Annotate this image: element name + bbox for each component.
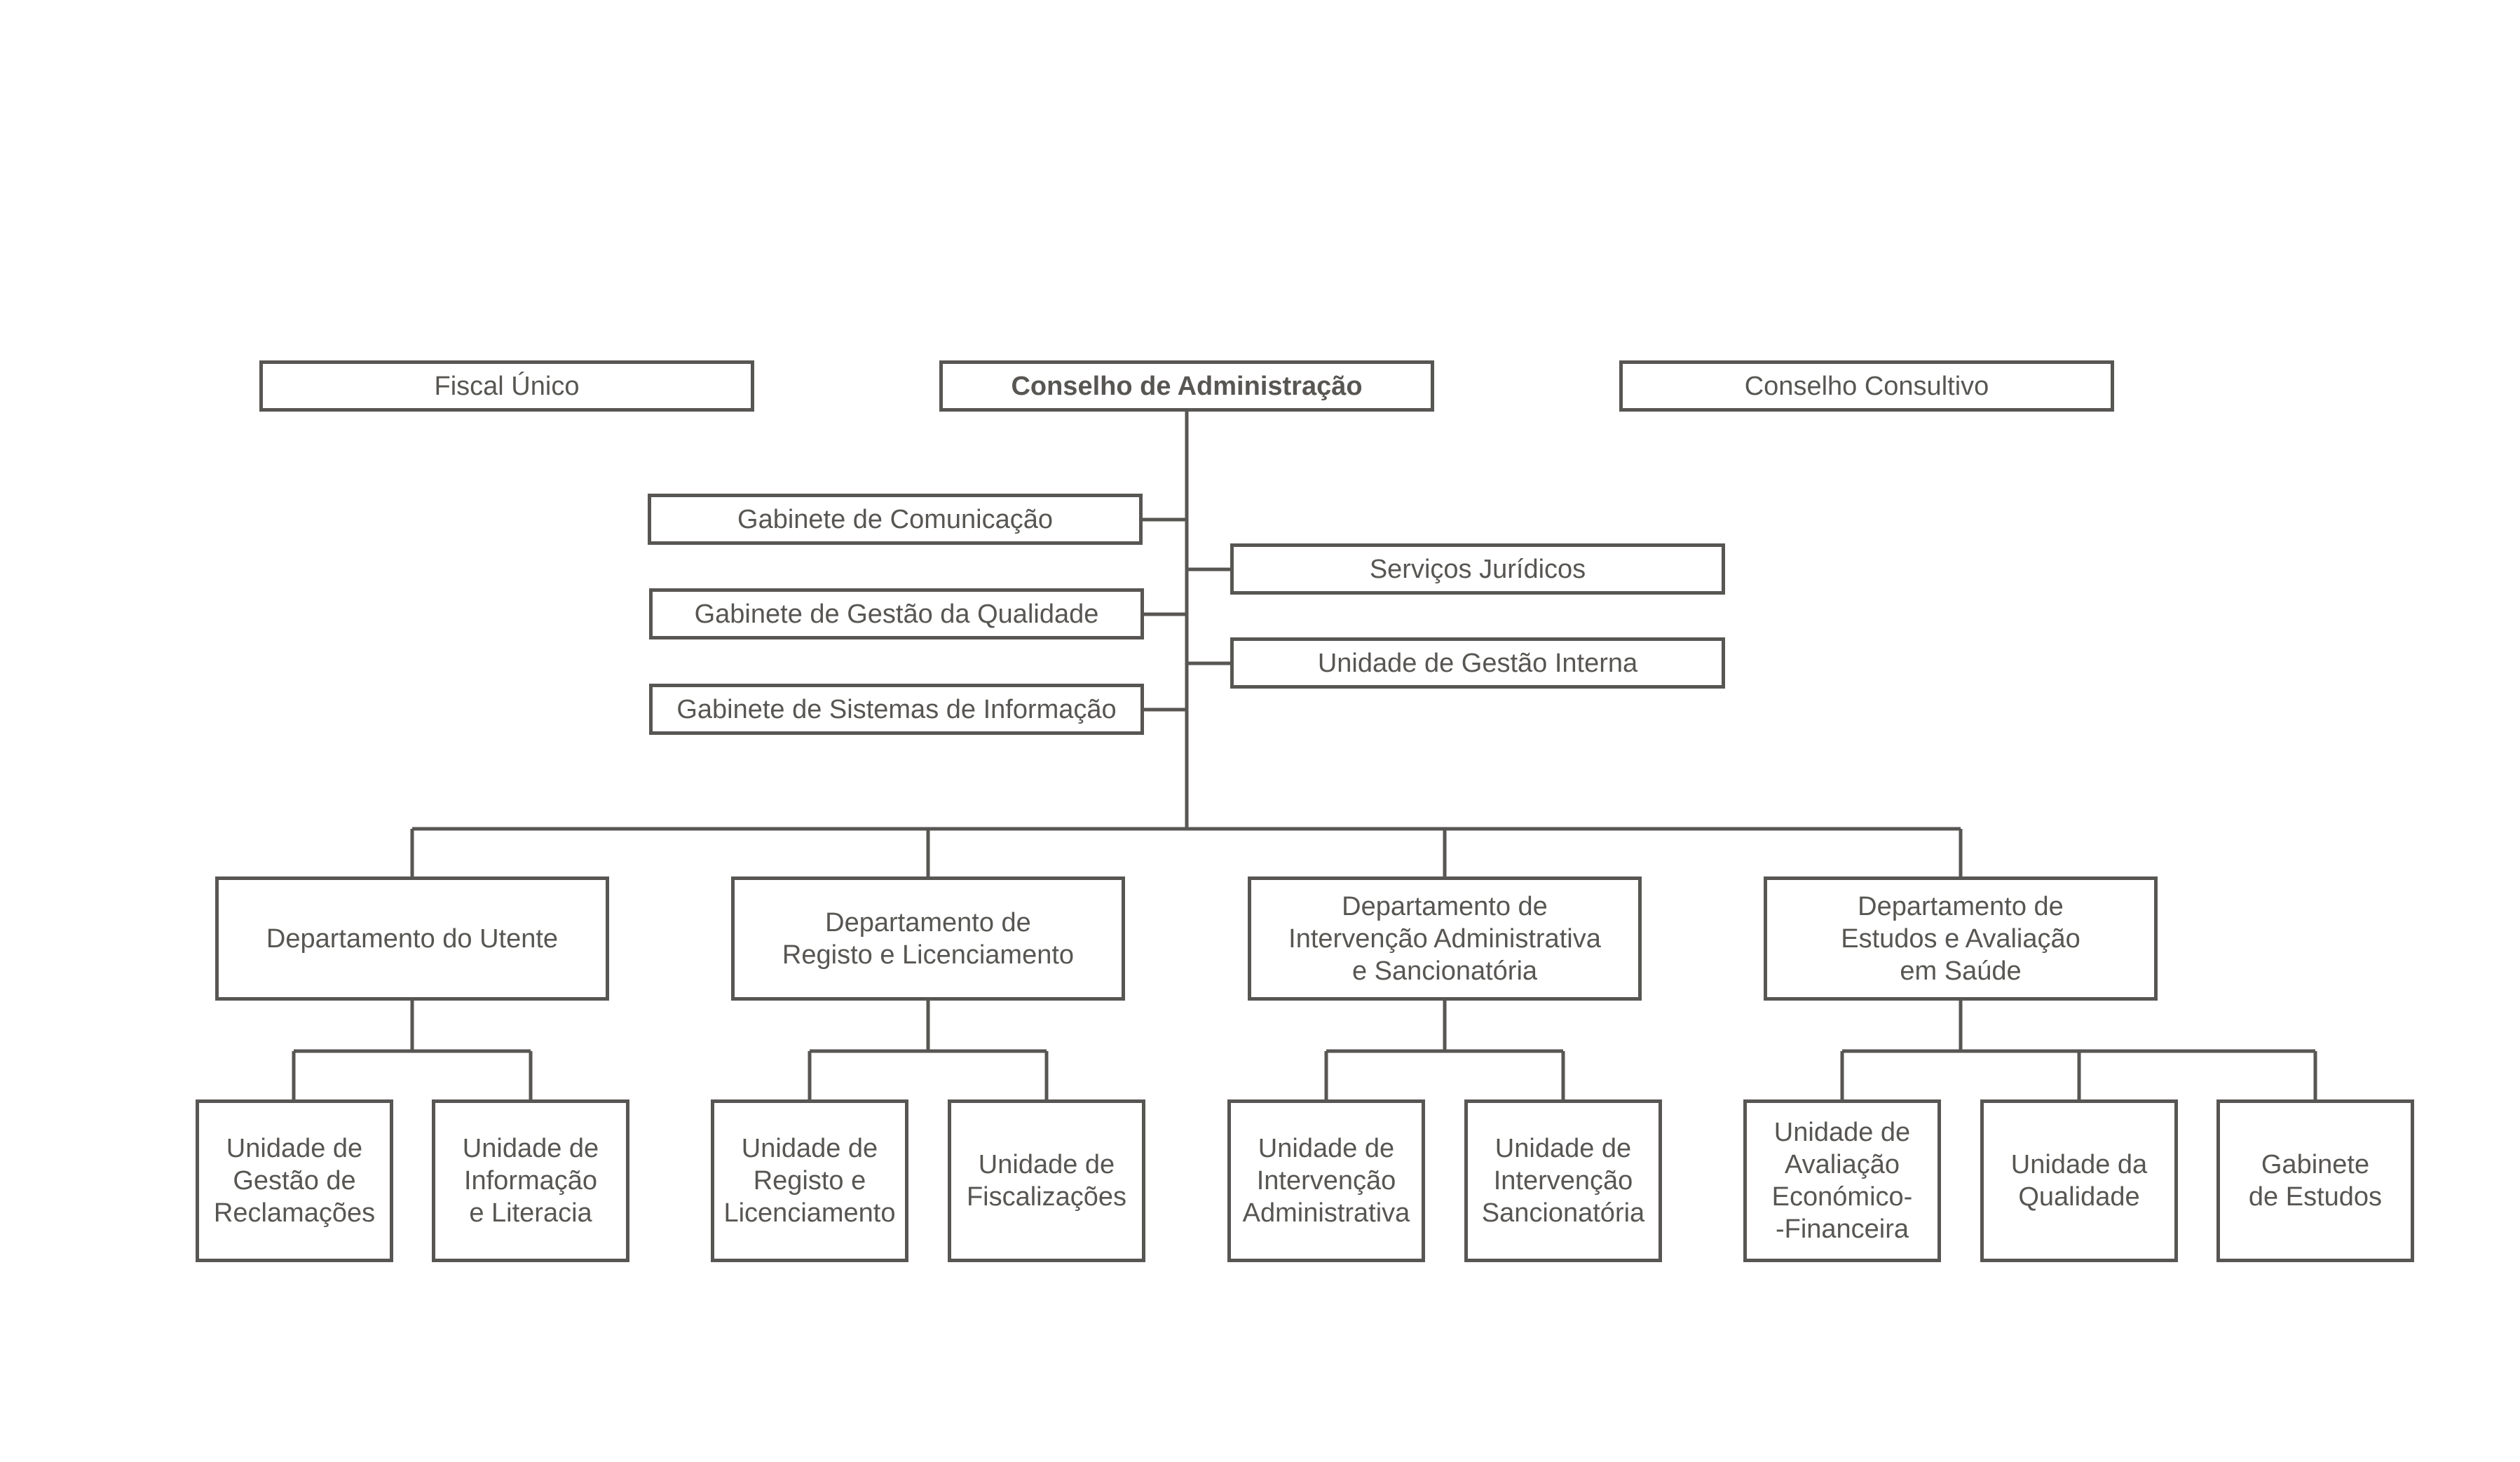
unit-d3-2-line-2: Intervenção: [1493, 1166, 1633, 1196]
department-box-3: Departamento de Intervenção Administrati…: [1248, 876, 1642, 1001]
unit-d4-1-line-3: Económico-: [1771, 1182, 1913, 1212]
unit-d1-1-line-1: Unidade de: [226, 1134, 363, 1163]
unit-box-d4-3: Gabinete de Estudos: [2216, 1099, 2414, 1262]
unit-box-d2-2: Unidade de Fiscalizações: [948, 1099, 1145, 1262]
unit-box-d3-1: Unidade de Intervenção Administrativa: [1227, 1099, 1425, 1262]
unit-d4-3-line-1: Gabinete: [2261, 1150, 2370, 1179]
unit-d3-1-line-3: Administrativa: [1242, 1198, 1410, 1228]
department-4-line-2: Estudos e Avaliação: [1841, 923, 2080, 954]
staff-left-label-1: Gabinete de Comunicação: [737, 504, 1053, 534]
unit-d1-2-line-2: Informação: [463, 1166, 598, 1196]
conselho-administracao-label: Conselho de Administração: [1011, 371, 1363, 401]
unit-d3-1-line-2: Intervenção: [1256, 1166, 1396, 1196]
staff-left-label-3: Gabinete de Sistemas de Informação: [676, 694, 1117, 724]
department-4-line-3: em Saúde: [1900, 956, 2022, 986]
unit-d1-1-line-2: Gestão de: [233, 1166, 356, 1196]
fiscal-unico-box: Fiscal Único: [259, 360, 754, 412]
department-box-4: Departamento de Estudos e Avaliação em S…: [1764, 876, 2158, 1001]
staff-left-box-3: Gabinete de Sistemas de Informação: [649, 684, 1144, 735]
department-3-line-2: Intervenção Administrativa: [1288, 923, 1601, 954]
unit-box-d3-2: Unidade de Intervenção Sancionatória: [1464, 1099, 1662, 1262]
department-2-line-1: Departamento de: [825, 907, 1031, 938]
unit-d3-2-line-3: Sancionatória: [1481, 1198, 1645, 1228]
staff-right-box-1: Serviços Jurídicos: [1230, 543, 1725, 595]
department-box-2: Departamento de Registo e Licenciamento: [731, 876, 1125, 1001]
staff-left-box-1: Gabinete de Comunicação: [648, 494, 1143, 545]
fiscal-unico-label: Fiscal Único: [434, 371, 580, 401]
unit-d2-2-line-2: Fiscalizações: [966, 1182, 1127, 1212]
unit-d1-1-line-3: Reclamações: [213, 1198, 376, 1228]
staff-right-label-2: Unidade de Gestão Interna: [1317, 648, 1638, 678]
department-2-line-2: Registo e Licenciamento: [782, 940, 1075, 970]
unit-d4-1-line-1: Unidade de: [1773, 1118, 1911, 1147]
staff-left-box-2: Gabinete de Gestão da Qualidade: [649, 588, 1144, 639]
unit-d2-1-line-2: Registo e: [753, 1166, 866, 1196]
conselho-administracao-box: Conselho de Administração: [939, 360, 1434, 412]
conselho-consultivo-label: Conselho Consultivo: [1744, 371, 1989, 401]
department-4-line-1: Departamento de: [1858, 891, 2064, 921]
staff-right-label-1: Serviços Jurídicos: [1369, 554, 1586, 584]
unit-box-d4-2: Unidade da Qualidade: [1980, 1099, 2178, 1262]
unit-box-d2-1: Unidade de Registo e Licenciamento: [711, 1099, 908, 1262]
unit-box-d1-2: Unidade de Informação e Literacia: [432, 1099, 629, 1262]
staff-right-box-2: Unidade de Gestão Interna: [1230, 637, 1725, 689]
unit-d4-2-line-2: Qualidade: [2018, 1182, 2140, 1212]
department-3-line-3: e Sancionatória: [1351, 956, 1538, 986]
unit-d1-2-line-1: Unidade de: [462, 1134, 599, 1163]
department-3-line-1: Departamento de: [1342, 891, 1548, 921]
staff-left-label-2: Gabinete de Gestão da Qualidade: [694, 599, 1099, 629]
department-1-line-1: Departamento do Utente: [266, 923, 559, 954]
unit-d2-2-line-1: Unidade de: [978, 1150, 1115, 1179]
unit-box-d1-1: Unidade de Gestão de Reclamações: [196, 1099, 393, 1262]
unit-d3-1-line-1: Unidade de: [1258, 1134, 1395, 1163]
unit-d4-2-line-1: Unidade da: [2010, 1150, 2148, 1179]
unit-d4-3-line-2: de Estudos: [2248, 1182, 2383, 1212]
conselho-consultivo-box: Conselho Consultivo: [1619, 360, 2114, 412]
unit-d1-2-line-3: e Literacia: [469, 1198, 592, 1228]
unit-d4-1-line-4: -Financeira: [1775, 1214, 1909, 1244]
unit-d2-1-line-1: Unidade de: [741, 1134, 878, 1163]
department-box-1: Departamento do Utente: [215, 876, 609, 1001]
unit-d3-2-line-1: Unidade de: [1494, 1134, 1632, 1163]
unit-d2-1-line-3: Licenciamento: [723, 1198, 896, 1228]
unit-d4-1-line-2: Avaliação: [1784, 1150, 1900, 1179]
unit-box-d4-1: Unidade de Avaliação Económico- -Finance…: [1743, 1099, 1941, 1262]
